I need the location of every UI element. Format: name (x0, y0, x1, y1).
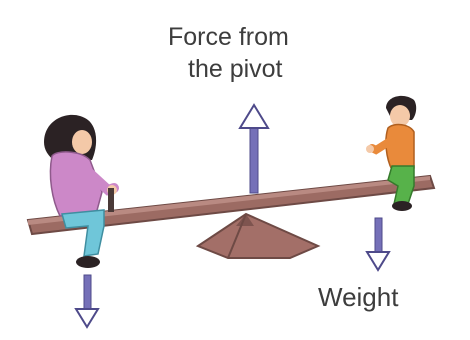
girl-figure (44, 114, 119, 268)
up-arrow-icon (238, 103, 270, 194)
down-arrow-icon (365, 217, 391, 272)
force-label-line-2: the pivot (188, 55, 283, 83)
down-arrow-icon (74, 274, 100, 329)
weight-label: Weight (318, 282, 399, 312)
seesaw-plank (26, 174, 436, 236)
force-label-line-1: Force from (168, 23, 289, 51)
boy-figure (366, 95, 417, 211)
pivot-support (195, 212, 321, 259)
